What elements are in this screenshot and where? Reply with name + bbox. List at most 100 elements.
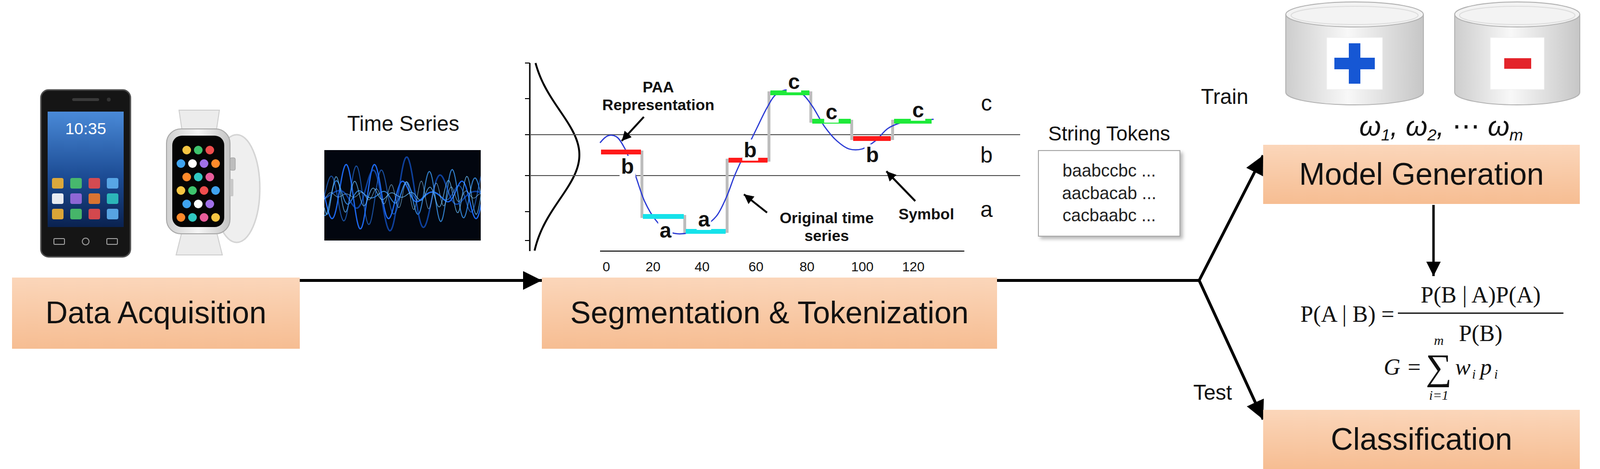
weight-list: ω1, ω2, ⋯ ωm [1359,110,1524,145]
smartphone [106,238,118,245]
flow-arrow [299,279,542,282]
smartwatch [230,179,234,197]
axis-tick [524,98,530,100]
app-icon [193,172,203,182]
waveform [324,166,481,225]
stage-label: Segmentation & Tokenization [570,295,969,332]
app-icon [88,178,101,189]
app-icon [188,186,197,195]
sax-symbol: b [742,139,759,161]
leader-arrow [886,171,916,202]
app-icon [193,145,203,155]
annotation: Original time series [768,209,885,245]
app-icon [199,213,209,222]
time-series-image [324,150,482,241]
sum-limit: m [1433,332,1444,349]
token-string: aacbacab ... [1062,182,1157,205]
paa-bar [601,92,932,232]
flow-arrow [1432,204,1435,277]
app-icon [51,178,119,220]
stage-label: Model Generation [1299,156,1545,193]
stage-box: Data Acquisition [12,277,300,349]
stage-label: Classification [1330,422,1512,458]
app-icon [188,213,197,222]
app-icon [211,186,220,195]
formula-term: P(A | B) = [1300,300,1395,328]
app-icon [106,178,119,189]
edge-label: Test [1193,380,1233,405]
database-cylinder [1454,1,1580,27]
fraction-bar [1397,312,1564,315]
tick-label: 20 [645,259,661,275]
weight-index: 1 [1381,126,1391,145]
tick-label: 120 [902,259,925,275]
app-icon [51,208,64,220]
annotation: Symbol [898,205,955,224]
symbol-level: b [980,142,993,168]
app-icon [182,172,192,182]
edge-label: Train [1201,84,1249,109]
tick-label: 80 [799,259,815,275]
paa-bar [853,136,891,141]
leader-arrow [621,116,644,141]
app-icon [51,178,64,189]
flow-arrow [997,155,1264,281]
smartwatch [166,128,231,234]
smartwatch [172,135,225,228]
weight-index: m [1509,126,1524,145]
axis-tick [524,240,530,242]
database-cylinder [1285,14,1424,105]
sax-chart [524,63,1021,252]
app-icon [211,213,220,222]
app-icon [88,193,101,205]
sax-symbol: c [824,101,839,123]
axis-tick [524,134,530,136]
tick-label: 40 [694,259,710,275]
smartphone [40,89,131,257]
database-cylinder [1285,1,1580,105]
sax-symbol: a [696,208,712,231]
token-string: cacbaabc ... [1062,204,1156,228]
app-icon [199,186,209,195]
app-icon [176,186,186,195]
app-icon [176,145,220,222]
database-cylinder [1454,14,1580,105]
app-icon [188,159,197,168]
paa-bar [601,149,641,155]
box-heading: String Tokens [1048,122,1171,146]
app-icon [205,172,215,182]
weight-index: 2 [1427,126,1437,145]
waveform [324,157,481,231]
stage-box: Classification [1263,409,1580,469]
breakpoint-line [529,134,1021,136]
formula-term: G = [1383,353,1422,381]
smartphone [72,98,100,102]
formula-index: i [1494,366,1498,383]
weight-symbol: , ω [1390,110,1428,142]
formula-term: P(B) [1459,320,1503,347]
app-icon [176,213,186,222]
symbol-level: a [980,196,993,223]
database-cylinder [1490,37,1545,90]
app-icon [70,178,82,189]
axis-tick [524,175,530,177]
app-icon [70,193,82,205]
app-icon [199,159,209,168]
formula-graphics [1397,204,1564,314]
stage-box: Model Generation [1263,144,1580,205]
gaussian-curve [534,63,580,251]
sax-symbol: c [910,99,926,121]
sax-symbol: b [619,155,636,178]
weight-symbol: , ⋯ ω [1436,110,1510,142]
tick-label: 100 [851,259,874,275]
annotation: PAA Representation [586,78,731,115]
smartphone [47,111,124,228]
sax-symbol: b [864,144,881,166]
formula-index: i [1472,366,1476,383]
paa-steps [601,92,932,232]
app-icon [205,145,215,155]
stage-label: Data Acquisition [45,295,267,332]
axis [529,63,531,252]
